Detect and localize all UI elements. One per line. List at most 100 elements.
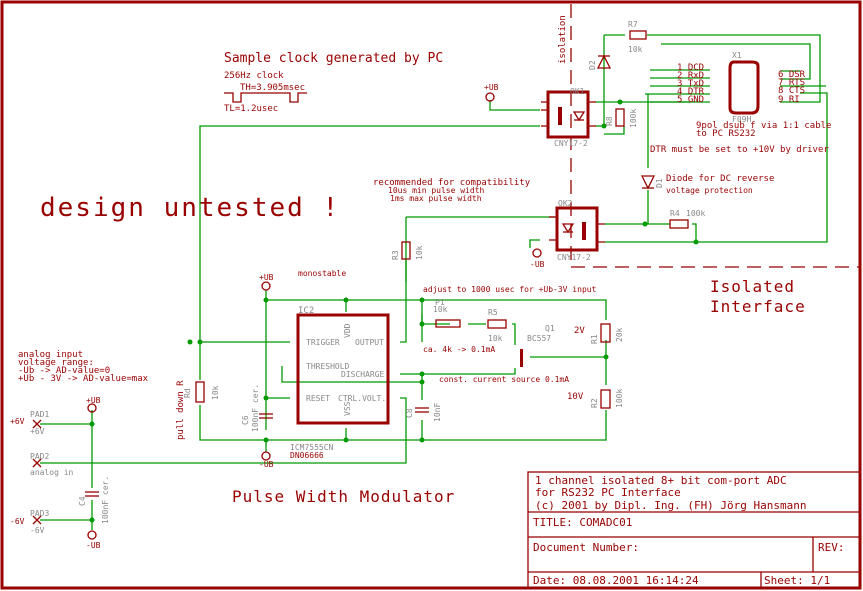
- svg-text:-UB: -UB: [530, 260, 545, 269]
- pin-gnd: 5 GND: [677, 95, 704, 105]
- resistor-r4: R4 100k: [669, 209, 705, 229]
- pin-ri: 9 RI: [778, 95, 800, 105]
- svg-text:TRIGGER: TRIGGER: [306, 338, 340, 347]
- pwm-label: Pulse Width Modulator: [232, 487, 455, 506]
- svg-text:R5: R5: [488, 308, 498, 317]
- svg-text:10k: 10k: [628, 45, 643, 54]
- svg-text:PAD2: PAD2: [30, 452, 49, 461]
- rev-field: REV:: [818, 541, 845, 554]
- svg-text:CTRL.VOLT.: CTRL.VOLT.: [338, 394, 386, 403]
- pin-rxd: 2 RxD: [677, 71, 704, 81]
- resistor-r1: R1 20k: [590, 323, 624, 344]
- vplus-supply-ok1: +UB: [484, 83, 499, 102]
- vminus-supply-ok2: -UB: [530, 248, 545, 269]
- svg-text:-UB: -UB: [259, 460, 274, 469]
- wires: [40, 34, 828, 530]
- isolated-interface-label-2: Interface: [710, 297, 806, 316]
- svg-text:CNY17-2: CNY17-2: [557, 253, 591, 262]
- diode-note-2: voltage protection: [666, 186, 753, 195]
- svg-text:100k: 100k: [615, 389, 624, 408]
- resistor-r3: R3 10k: [391, 241, 424, 260]
- svg-text:R3: R3: [391, 250, 400, 260]
- clock-waveform: [224, 92, 307, 103]
- clock-th: TH=3.905msec: [240, 83, 305, 93]
- dtr-note: DTR must be set to +10V by driver: [650, 145, 829, 155]
- svg-text:R2: R2: [590, 398, 599, 408]
- svg-text:-6V: -6V: [30, 526, 45, 535]
- svg-text:PAD3: PAD3: [30, 509, 49, 518]
- optocoupler-ok1: OK1 CNY17-2: [541, 87, 596, 148]
- svg-text:ICM7555CN: ICM7555CN: [290, 443, 334, 452]
- document-number-field: Document Number:: [533, 541, 639, 554]
- diode-d1: D1: [640, 175, 664, 190]
- isolated-interface-label-1: Isolated: [710, 277, 795, 296]
- vplus-supply-ic2: +UB: [259, 273, 274, 291]
- recommended-note-3: 1ms max pulse width: [390, 194, 482, 203]
- clock-frequency: 256Hz clock: [224, 71, 284, 81]
- svg-text:R7: R7: [628, 20, 638, 29]
- ic2-555-timer: IC2 TRIGGER OUTPUT THRESHOLD DISCHARGE R…: [290, 306, 390, 460]
- date-field: Date: 08.08.2001 16:14:24: [533, 574, 699, 587]
- pin-cts: 8 CTS: [778, 86, 805, 96]
- analog-note-2: voltage range:: [18, 358, 94, 368]
- clock-tl: TL=1.2usec: [224, 104, 278, 114]
- cable-note-1: 9pol dsub f via 1:1 cable: [696, 121, 831, 131]
- svg-text:10k: 10k: [433, 305, 448, 314]
- svg-text:100nF cer.: 100nF cer.: [251, 384, 260, 432]
- svg-text:+6V: +6V: [10, 417, 25, 426]
- svg-text:RESET: RESET: [306, 394, 330, 403]
- junctions: [89, 99, 699, 523]
- transistor-q1: Q1 BC557: [520, 324, 555, 367]
- svg-text:+UB: +UB: [259, 273, 274, 282]
- voltage-10v: 10V: [567, 392, 584, 402]
- design-untested-note: design untested !: [40, 193, 340, 223]
- svg-text:pull down R: pull down R: [176, 380, 186, 440]
- pin-dsr: 6 DSR: [778, 70, 806, 80]
- svg-text:100k: 100k: [629, 109, 638, 128]
- pad2: PAD2 analog in: [30, 452, 74, 477]
- ok1-name: OK1: [570, 87, 585, 96]
- svg-text:VSS: VSS: [343, 401, 352, 416]
- current-note: ca. 4k -> 0.1mA: [423, 345, 495, 354]
- svg-text:10k: 10k: [415, 245, 424, 260]
- svg-text:X1: X1: [732, 51, 742, 60]
- svg-text:+UB: +UB: [86, 396, 101, 405]
- title-block: 1 channel isolated 8+ bit com-port ADC f…: [527, 471, 861, 589]
- svg-text:+UB: +UB: [484, 83, 499, 92]
- svg-text:+6V: +6V: [30, 427, 45, 436]
- pad1: +6V PAD1 +6V: [10, 410, 49, 436]
- pad3: -6V PAD3 -6V: [10, 509, 49, 535]
- svg-text:20k: 20k: [615, 327, 624, 342]
- svg-text:F09H: F09H: [732, 115, 751, 124]
- adjust-note: adjust to 1000 usec for +Ub-3V input: [423, 285, 597, 294]
- resistor-r8: R8 100k: [605, 108, 638, 128]
- analog-note-3: -Ub -> AD-value=0: [18, 366, 110, 376]
- recommended-note-2: 10us min pulse width: [388, 186, 485, 195]
- svg-text:BC557: BC557: [527, 334, 551, 343]
- isolation-label: isolation: [558, 15, 568, 64]
- svg-text:10k: 10k: [488, 334, 503, 343]
- title-desc-2: for RS232 PC Interface: [535, 486, 681, 499]
- svg-text:DISCHARGE: DISCHARGE: [341, 370, 385, 379]
- svg-text:C4: C4: [78, 496, 87, 506]
- optocoupler-ok2: OK2 CNY17-2: [549, 199, 605, 262]
- capacitor-c6: C6 100nF cer.: [241, 384, 273, 432]
- svg-text:-6V: -6V: [10, 517, 25, 526]
- svg-text:OUTPUT: OUTPUT: [355, 338, 384, 347]
- svg-text:D1: D1: [655, 178, 664, 188]
- const-current-note: const. current source 0.1mA: [439, 375, 569, 384]
- svg-text:10k: 10k: [211, 385, 220, 400]
- svg-text:100nF cer.: 100nF cer.: [101, 476, 110, 524]
- svg-text:R4: R4: [670, 209, 680, 218]
- sheet-field: Sheet: 1/1: [764, 574, 830, 587]
- resistor-r2: R2 100k: [590, 389, 624, 409]
- monostable-label: monostable: [298, 269, 346, 278]
- title-desc-3: (c) 2001 by Dipl. Ing. (FH) Jörg Hansman…: [535, 499, 807, 512]
- vplus-supply-pads: +UB: [86, 396, 101, 413]
- pin-rts: 7 RTS: [778, 78, 805, 88]
- capacitor-c4: C4 100nF cer.: [78, 476, 110, 524]
- svg-text:100k: 100k: [686, 209, 705, 218]
- connector-x1: X1 F09H 1 DCD 2 RxD 3 TxD 4 DTR 5 GND 6 …: [677, 51, 806, 124]
